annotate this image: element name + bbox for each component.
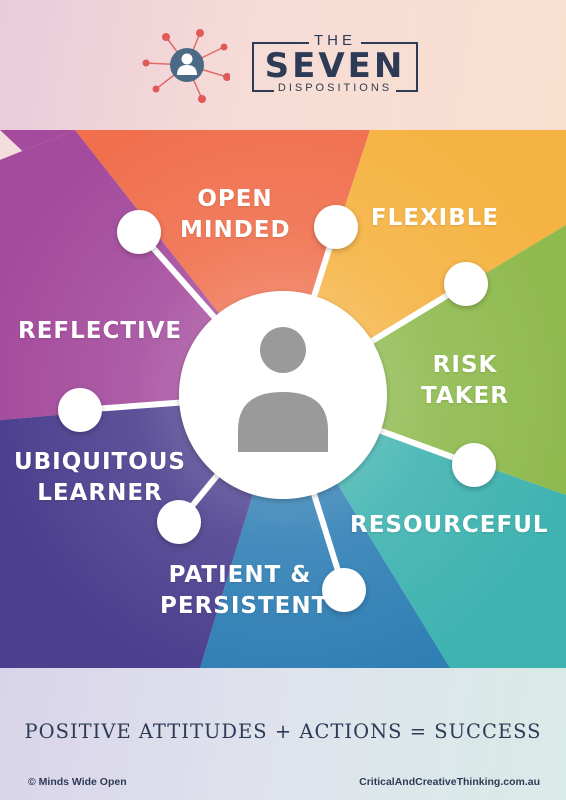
dispositions-wheel xyxy=(0,130,566,668)
copyright-text: © Minds Wide Open xyxy=(28,776,127,788)
slogan: POSITIVE ATTITUDES + ACTIONS = SUCCESS xyxy=(24,720,542,743)
node-open-minded xyxy=(117,210,161,254)
label-reflective: REFLECTIVE xyxy=(18,318,183,344)
title-the: THE xyxy=(252,32,418,49)
node-ubiquitous-learner xyxy=(157,500,201,544)
title-main: SEVEN xyxy=(264,46,406,86)
person-icon xyxy=(238,327,328,452)
header-background xyxy=(0,0,566,130)
node-patient-persistent xyxy=(322,568,366,612)
node-risk-taker xyxy=(444,262,488,306)
label-patient-persistent: PATIENT &PERSISTENT xyxy=(160,562,329,619)
node-reflective xyxy=(58,388,102,432)
footer-background xyxy=(0,668,566,800)
node-flexible xyxy=(314,205,358,249)
node-resourceful xyxy=(452,443,496,487)
label-flexible: FLEXIBLE xyxy=(370,205,500,231)
title-subtitle: DISPOSITIONS xyxy=(252,82,418,94)
network-person-icon xyxy=(142,29,230,103)
website-link[interactable]: CriticalAndCreativeThinking.com.au xyxy=(359,776,540,788)
label-resourceful: RESOURCEFUL xyxy=(350,512,549,538)
